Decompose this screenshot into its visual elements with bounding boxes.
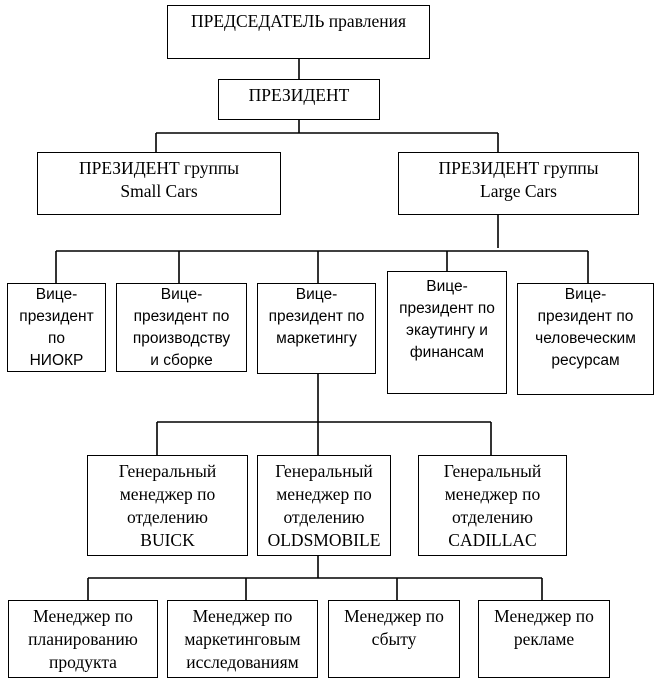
gm-oldsmobile-box: Генеральный менеджер по отделению OLDSMO… bbox=[257, 455, 391, 556]
vp-hr-label: Вице- президент по человеческим ресурсам bbox=[535, 286, 636, 369]
gm-cadillac-box: Генеральный менеджер по отделению CADILL… bbox=[418, 455, 567, 556]
manager-market-research-label: Менеджер по маркетинговым исследованиям bbox=[184, 606, 301, 672]
vp-finance-box: Вице- президент по экаутингу и финансам bbox=[387, 271, 507, 394]
vp-rnd-label: Вице- президент по НИОКР bbox=[19, 286, 94, 369]
gm-buick-label: Генеральный менеджер по отделению BUICK bbox=[118, 461, 217, 550]
manager-product-planning-label: Менеджер по планированию продукта bbox=[28, 606, 138, 672]
chairman-label: ПРЕДСЕДАТЕЛЬ правления bbox=[190, 11, 407, 31]
group-president-large-cars-label: ПРЕЗИДЕНТ группы Large Cars bbox=[438, 158, 599, 201]
manager-sales-label: Менеджер по сбыту bbox=[344, 606, 444, 649]
manager-advertising-label: Менеджер по рекламе bbox=[494, 606, 594, 649]
vp-marketing-label: Вице- президент по маркетингу bbox=[268, 286, 365, 347]
manager-sales-box: Менеджер по сбыту bbox=[328, 600, 460, 678]
gm-oldsmobile-label: Генеральный менеджер по отделению OLDSMO… bbox=[267, 461, 381, 550]
vp-hr-box: Вице- президент по человеческим ресурсам bbox=[517, 283, 654, 395]
manager-advertising-box: Менеджер по рекламе bbox=[478, 600, 610, 678]
chairman-box: ПРЕДСЕДАТЕЛЬ правления bbox=[167, 5, 430, 59]
group-president-large-cars-box: ПРЕЗИДЕНТ группы Large Cars bbox=[398, 152, 639, 215]
gm-cadillac-label: Генеральный менеджер по отделению CADILL… bbox=[443, 461, 542, 550]
vp-production-box: Вице- президент по производству и сборке bbox=[116, 283, 247, 372]
president-label: ПРЕЗИДЕНТ bbox=[248, 85, 350, 105]
president-box: ПРЕЗИДЕНТ bbox=[218, 79, 380, 120]
vp-rnd-box: Вице- президент по НИОКР bbox=[7, 283, 106, 372]
manager-market-research-box: Менеджер по маркетинговым исследованиям bbox=[167, 600, 318, 678]
vp-finance-label: Вице- президент по экаутингу и финансам bbox=[399, 278, 495, 361]
gm-buick-box: Генеральный менеджер по отделению BUICK bbox=[87, 455, 248, 556]
group-president-small-cars-box: ПРЕЗИДЕНТ группы Small Cars bbox=[37, 152, 281, 215]
vp-production-label: Вице- президент по производству и сборке bbox=[132, 286, 231, 369]
manager-product-planning-box: Менеджер по планированию продукта bbox=[8, 600, 158, 678]
group-president-small-cars-label: ПРЕЗИДЕНТ группы Small Cars bbox=[79, 158, 239, 201]
vp-marketing-box: Вице- президент по маркетингу bbox=[257, 283, 376, 374]
